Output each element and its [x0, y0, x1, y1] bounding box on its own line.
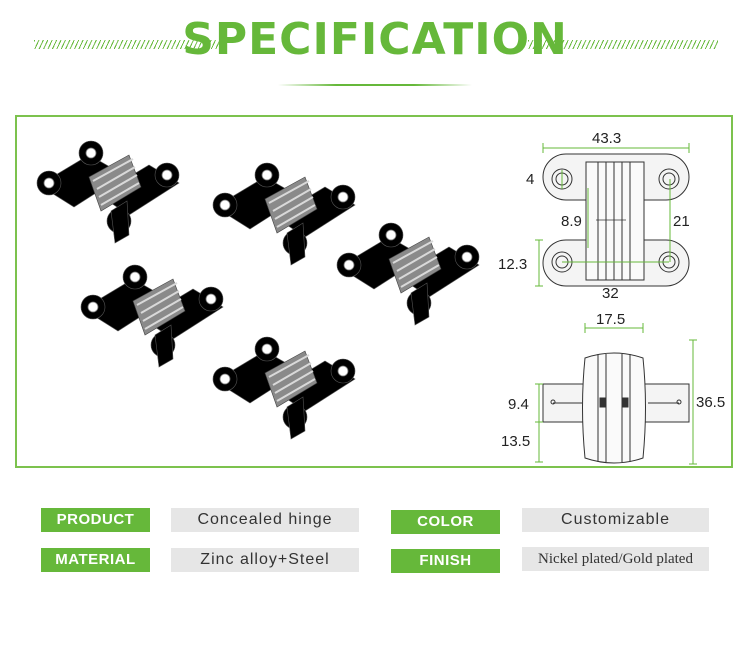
- dim-hole-spacing-horizontal: 32: [602, 285, 619, 302]
- top-view-dimension-lines: [535, 143, 690, 287]
- dim-hole-diameter: 4: [526, 171, 534, 188]
- side-view-drawing: [542, 352, 690, 464]
- side-view-dimension-lines: [535, 323, 697, 465]
- page-title: SPECIFICATION: [182, 14, 568, 65]
- top-view-drawing: [542, 153, 690, 287]
- spec-value-finish: Nickel plated/Gold plated: [522, 547, 709, 571]
- dim-plate-height: 12.3: [498, 256, 527, 273]
- title-decoration-left: [34, 40, 224, 49]
- specification-panel: 43.3 4 8.9 21 12.3 32 17.5 9.4 13.5 36.5: [15, 115, 733, 468]
- dim-hole-spacing-vertical: 21: [673, 213, 690, 230]
- spec-value-material: Zinc alloy+Steel: [171, 548, 359, 572]
- spec-value-color: Customizable: [522, 508, 709, 532]
- dim-wing-height: 9.4: [508, 396, 529, 413]
- spec-label-color: COLOR: [391, 510, 500, 534]
- dim-body-width: 17.5: [596, 311, 625, 328]
- dim-body-height: 36.5: [696, 394, 725, 411]
- dim-center-width: 8.9: [561, 213, 582, 230]
- spec-label-finish: FINISH: [391, 549, 500, 573]
- dim-overall-length: 43.3: [592, 130, 621, 147]
- dim-wing-offset: 13.5: [501, 433, 530, 450]
- dimension-drawings: 43.3 4 8.9 21 12.3 32 17.5 9.4 13.5 36.5: [498, 130, 725, 465]
- title-underline: [278, 84, 472, 86]
- spec-label-material: MATERIAL: [41, 548, 150, 572]
- spec-value-product: Concealed hinge: [171, 508, 359, 532]
- title-decoration-right: [528, 40, 718, 49]
- spec-label-product: PRODUCT: [41, 508, 150, 532]
